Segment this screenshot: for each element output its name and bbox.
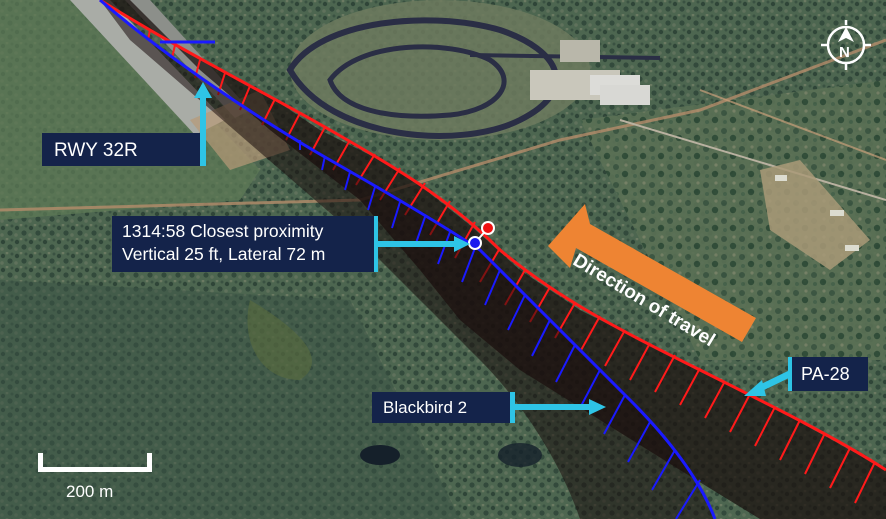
direction-of-travel-arrow [548, 204, 756, 342]
proximity-pointer-arrow [372, 216, 470, 272]
pa28-position-marker[interactable] [481, 221, 495, 235]
pa28-track [99, 0, 886, 519]
blackbird-label-text: Blackbird 2 [383, 398, 468, 417]
runway-pointer-arrow [194, 82, 212, 166]
proximity-time: 1314:58 Closest proximity [122, 221, 324, 241]
compass-letter: N [839, 44, 850, 61]
north-arrow-icon [821, 20, 871, 70]
pa28-pointer-arrow [744, 357, 794, 396]
runway-label-text: RWY 32R [54, 140, 138, 161]
blackbird-position-marker[interactable] [468, 236, 482, 250]
blackbird-pointer-arrow [509, 392, 606, 423]
closest-proximity-label: 1314:58 Closest proximity Vertical 25 ft… [112, 216, 374, 272]
pa28-label: PA-28 [792, 357, 868, 391]
blackbird-label: Blackbird 2 [372, 392, 510, 423]
proximity-separation: Vertical 25 ft, Lateral 72 m [122, 244, 326, 264]
runway-label: RWY 32R [42, 133, 200, 166]
scale-bar-label: 200 m [66, 482, 114, 501]
pa28-label-text: PA-28 [801, 364, 850, 384]
scale-bar [38, 453, 152, 472]
